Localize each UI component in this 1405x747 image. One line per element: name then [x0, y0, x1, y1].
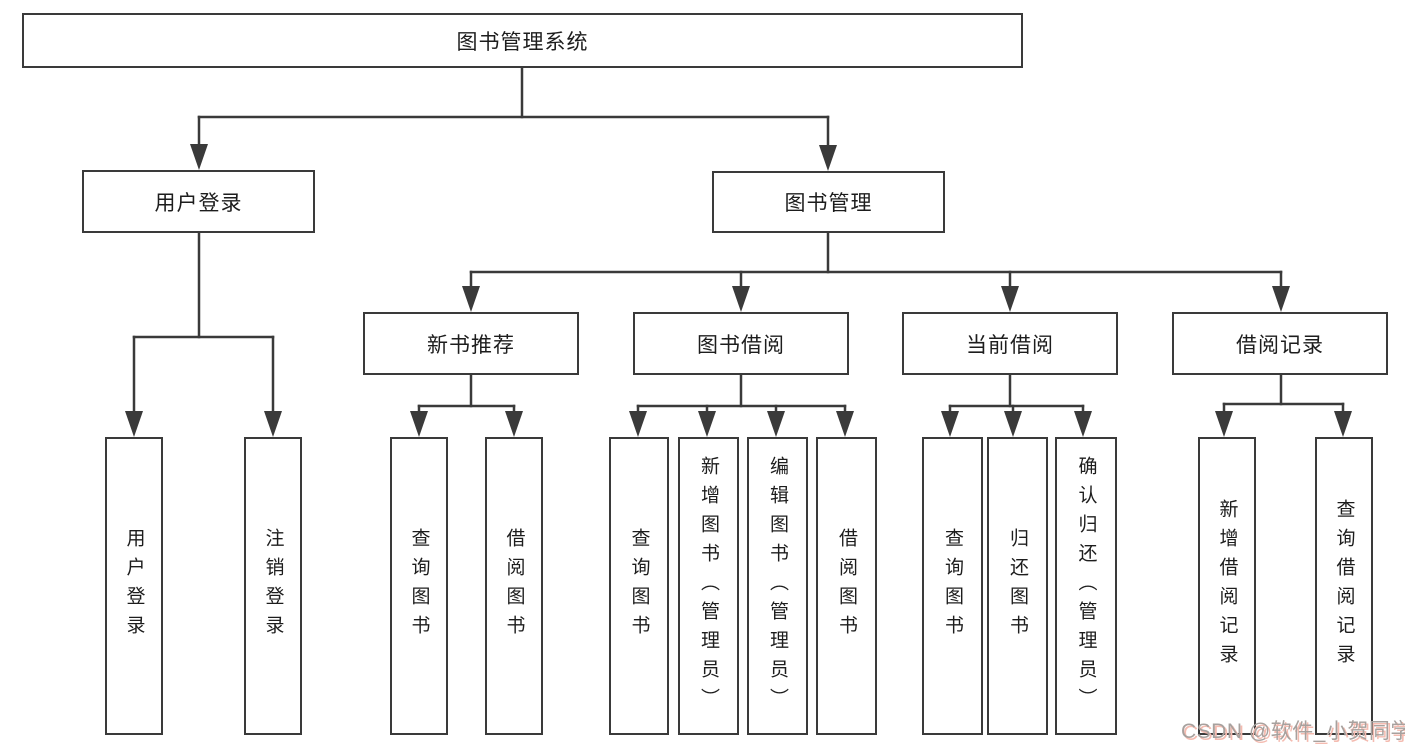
leaf-records-query-record: 查询借阅记录 — [1315, 437, 1373, 735]
connector-book-borrowing-split — [629, 373, 854, 437]
connector-root-split — [190, 66, 837, 171]
watermark: CSDN @软件_小贺同学 — [1181, 720, 1405, 743]
leaf-borrowing-add-books-admin: 新增图书（管理员） — [678, 437, 739, 735]
node-root: 图书管理系统 — [22, 13, 1023, 68]
leaf-recommend-query-books: 查询图书 — [390, 437, 448, 735]
node-current-borrowing: 当前借阅 — [902, 312, 1118, 375]
node-book-management: 图书管理 — [712, 171, 945, 233]
leaf-recommend-borrow-books: 借阅图书 — [485, 437, 543, 735]
connector-borrowing-records-split — [1215, 373, 1352, 437]
connector-new-book-split — [410, 373, 523, 437]
leaf-logout: 注销登录 — [244, 437, 302, 735]
leaf-current-confirm-return-admin: 确认归还（管理员） — [1055, 437, 1117, 735]
node-borrowing-records: 借阅记录 — [1172, 312, 1388, 375]
connector-book-management-split — [462, 231, 1290, 312]
node-new-book-recommend: 新书推荐 — [363, 312, 579, 375]
node-user-login: 用户登录 — [82, 170, 315, 233]
leaf-records-add-record: 新增借阅记录 — [1198, 437, 1256, 735]
connector-current-borrowing-split — [941, 373, 1092, 437]
leaf-borrowing-query-books: 查询图书 — [609, 437, 669, 735]
leaf-user-login: 用户登录 — [105, 437, 163, 735]
node-book-borrowing: 图书借阅 — [633, 312, 849, 375]
leaf-current-return-books: 归还图书 — [987, 437, 1048, 735]
leaf-borrowing-borrow-books: 借阅图书 — [816, 437, 877, 735]
connector-user-login-split — [125, 231, 282, 437]
leaf-borrowing-edit-books-admin: 编辑图书（管理员） — [747, 437, 808, 735]
leaf-current-query-books: 查询图书 — [922, 437, 983, 735]
